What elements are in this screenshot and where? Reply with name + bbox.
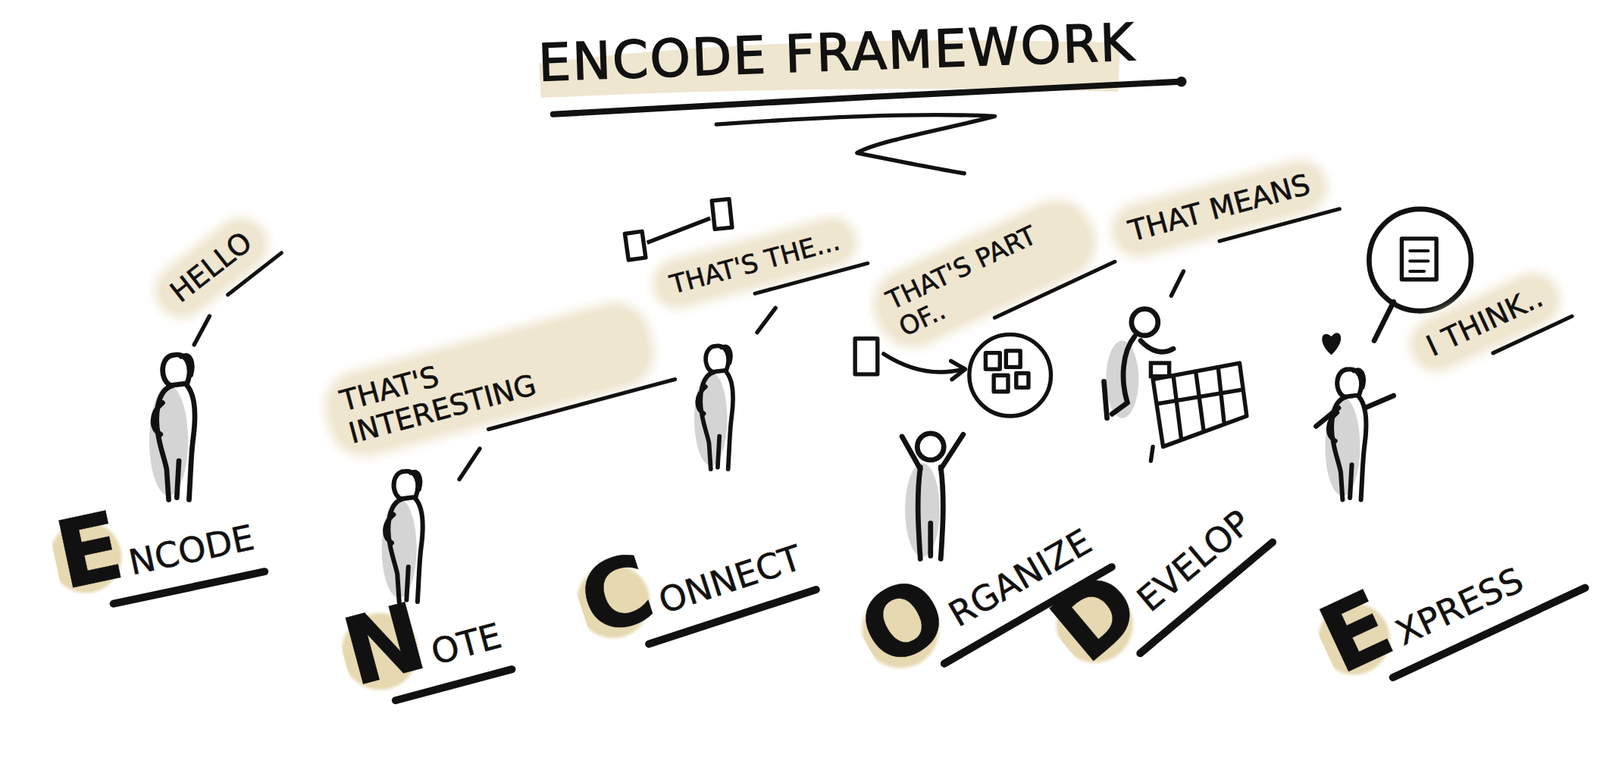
speech-text: HELLO [151, 214, 271, 321]
step-name: NOTE [331, 569, 511, 712]
step-name: CONNECT [566, 491, 812, 661]
person-figure [694, 345, 733, 470]
speech-text: THAT MEANS [1112, 160, 1327, 257]
person-figure [1104, 309, 1247, 462]
squiggle [716, 114, 995, 173]
organize-icon [854, 334, 1051, 417]
step-name: ENCODE [44, 470, 261, 614]
person-figure [381, 471, 423, 602]
speech-text: THAT'S INTERESTING [324, 301, 656, 458]
heart [1321, 332, 1341, 355]
speech-text: THAT'S THE... [654, 219, 856, 308]
person-figure [149, 354, 195, 500]
step-name: DEVELOP [1033, 465, 1269, 687]
speech-text: THAT'S PART OF.. [869, 195, 1101, 352]
step-name: EXPRESS [1304, 516, 1537, 700]
person-figure [1315, 369, 1394, 500]
speech-text: I THINK.. [1408, 272, 1561, 373]
connect-icon [624, 199, 732, 261]
